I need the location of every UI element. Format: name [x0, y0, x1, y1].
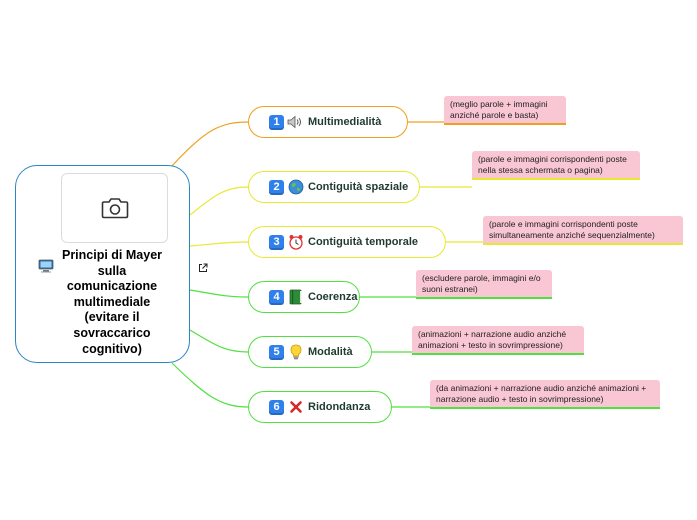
number-badge: 1 [269, 114, 284, 130]
branch-contiguita-spaziale[interactable]: 2 Contiguità spaziale [248, 171, 420, 203]
note-modalita: (animazioni + narrazione audio anziché a… [412, 326, 584, 355]
branch-label: Modalità [308, 346, 353, 358]
branch-ridondanza[interactable]: 6 Ridondanza [248, 391, 392, 423]
root-topic[interactable]: Principi di Mayer sulla comunicazione mu… [15, 165, 190, 363]
connector-root-branch-3 [189, 241, 249, 247]
connector-root-branch-6 [171, 362, 249, 408]
number-badge: 6 [269, 399, 284, 415]
computer-monitor-icon [38, 259, 54, 278]
root-title: Principi di Mayer sulla comunicazione mu… [61, 248, 163, 356]
branch-label: Contiguità spaziale [308, 181, 409, 193]
connector-root-branch-5 [189, 329, 249, 353]
camera-icon [101, 198, 128, 219]
alarm-clock-icon [287, 234, 304, 251]
note-ridondanza: (da animazioni + narrazione audio anzich… [430, 380, 660, 409]
light-bulb-icon [287, 344, 304, 361]
branch-label: Ridondanza [308, 401, 371, 413]
connector-root-branch-4 [189, 289, 249, 298]
number-badge: 5 [269, 344, 284, 360]
branch-label: Contiguità temporale [308, 236, 419, 248]
book-icon [287, 289, 304, 306]
red-x-icon [287, 399, 304, 416]
number-badge: 4 [269, 289, 284, 305]
note-contiguita-spaziale: (parole e immagini corrispondenti poste … [472, 151, 640, 180]
note-coerenza: (escludere parole, immagini e/o suoni es… [416, 270, 552, 299]
connector-root-branch-1 [171, 121, 249, 167]
branch-modalita[interactable]: 5 Modalità [248, 336, 372, 368]
number-badge: 2 [269, 179, 284, 195]
speaker-icon [287, 114, 304, 131]
branch-coerenza[interactable]: 4 Coerenza [248, 281, 360, 313]
note-multimedialita: (meglio parole + immagini anziché parole… [444, 96, 566, 125]
branch-label: Multimedialità [308, 116, 382, 128]
globe-icon [287, 179, 304, 196]
branch-contiguita-temporale[interactable]: 3 Contiguità temporale [248, 226, 446, 258]
number-badge: 3 [269, 234, 284, 250]
note-contiguita-temporale: (parole e immagini corrispondenti poste … [483, 216, 683, 245]
external-link-icon[interactable] [198, 260, 208, 278]
photo-placeholder[interactable] [61, 173, 168, 243]
connector-root-branch-2 [189, 186, 249, 216]
branch-multimedialita[interactable]: 1 Multimedialità [248, 106, 408, 138]
branch-label: Coerenza [308, 291, 358, 303]
